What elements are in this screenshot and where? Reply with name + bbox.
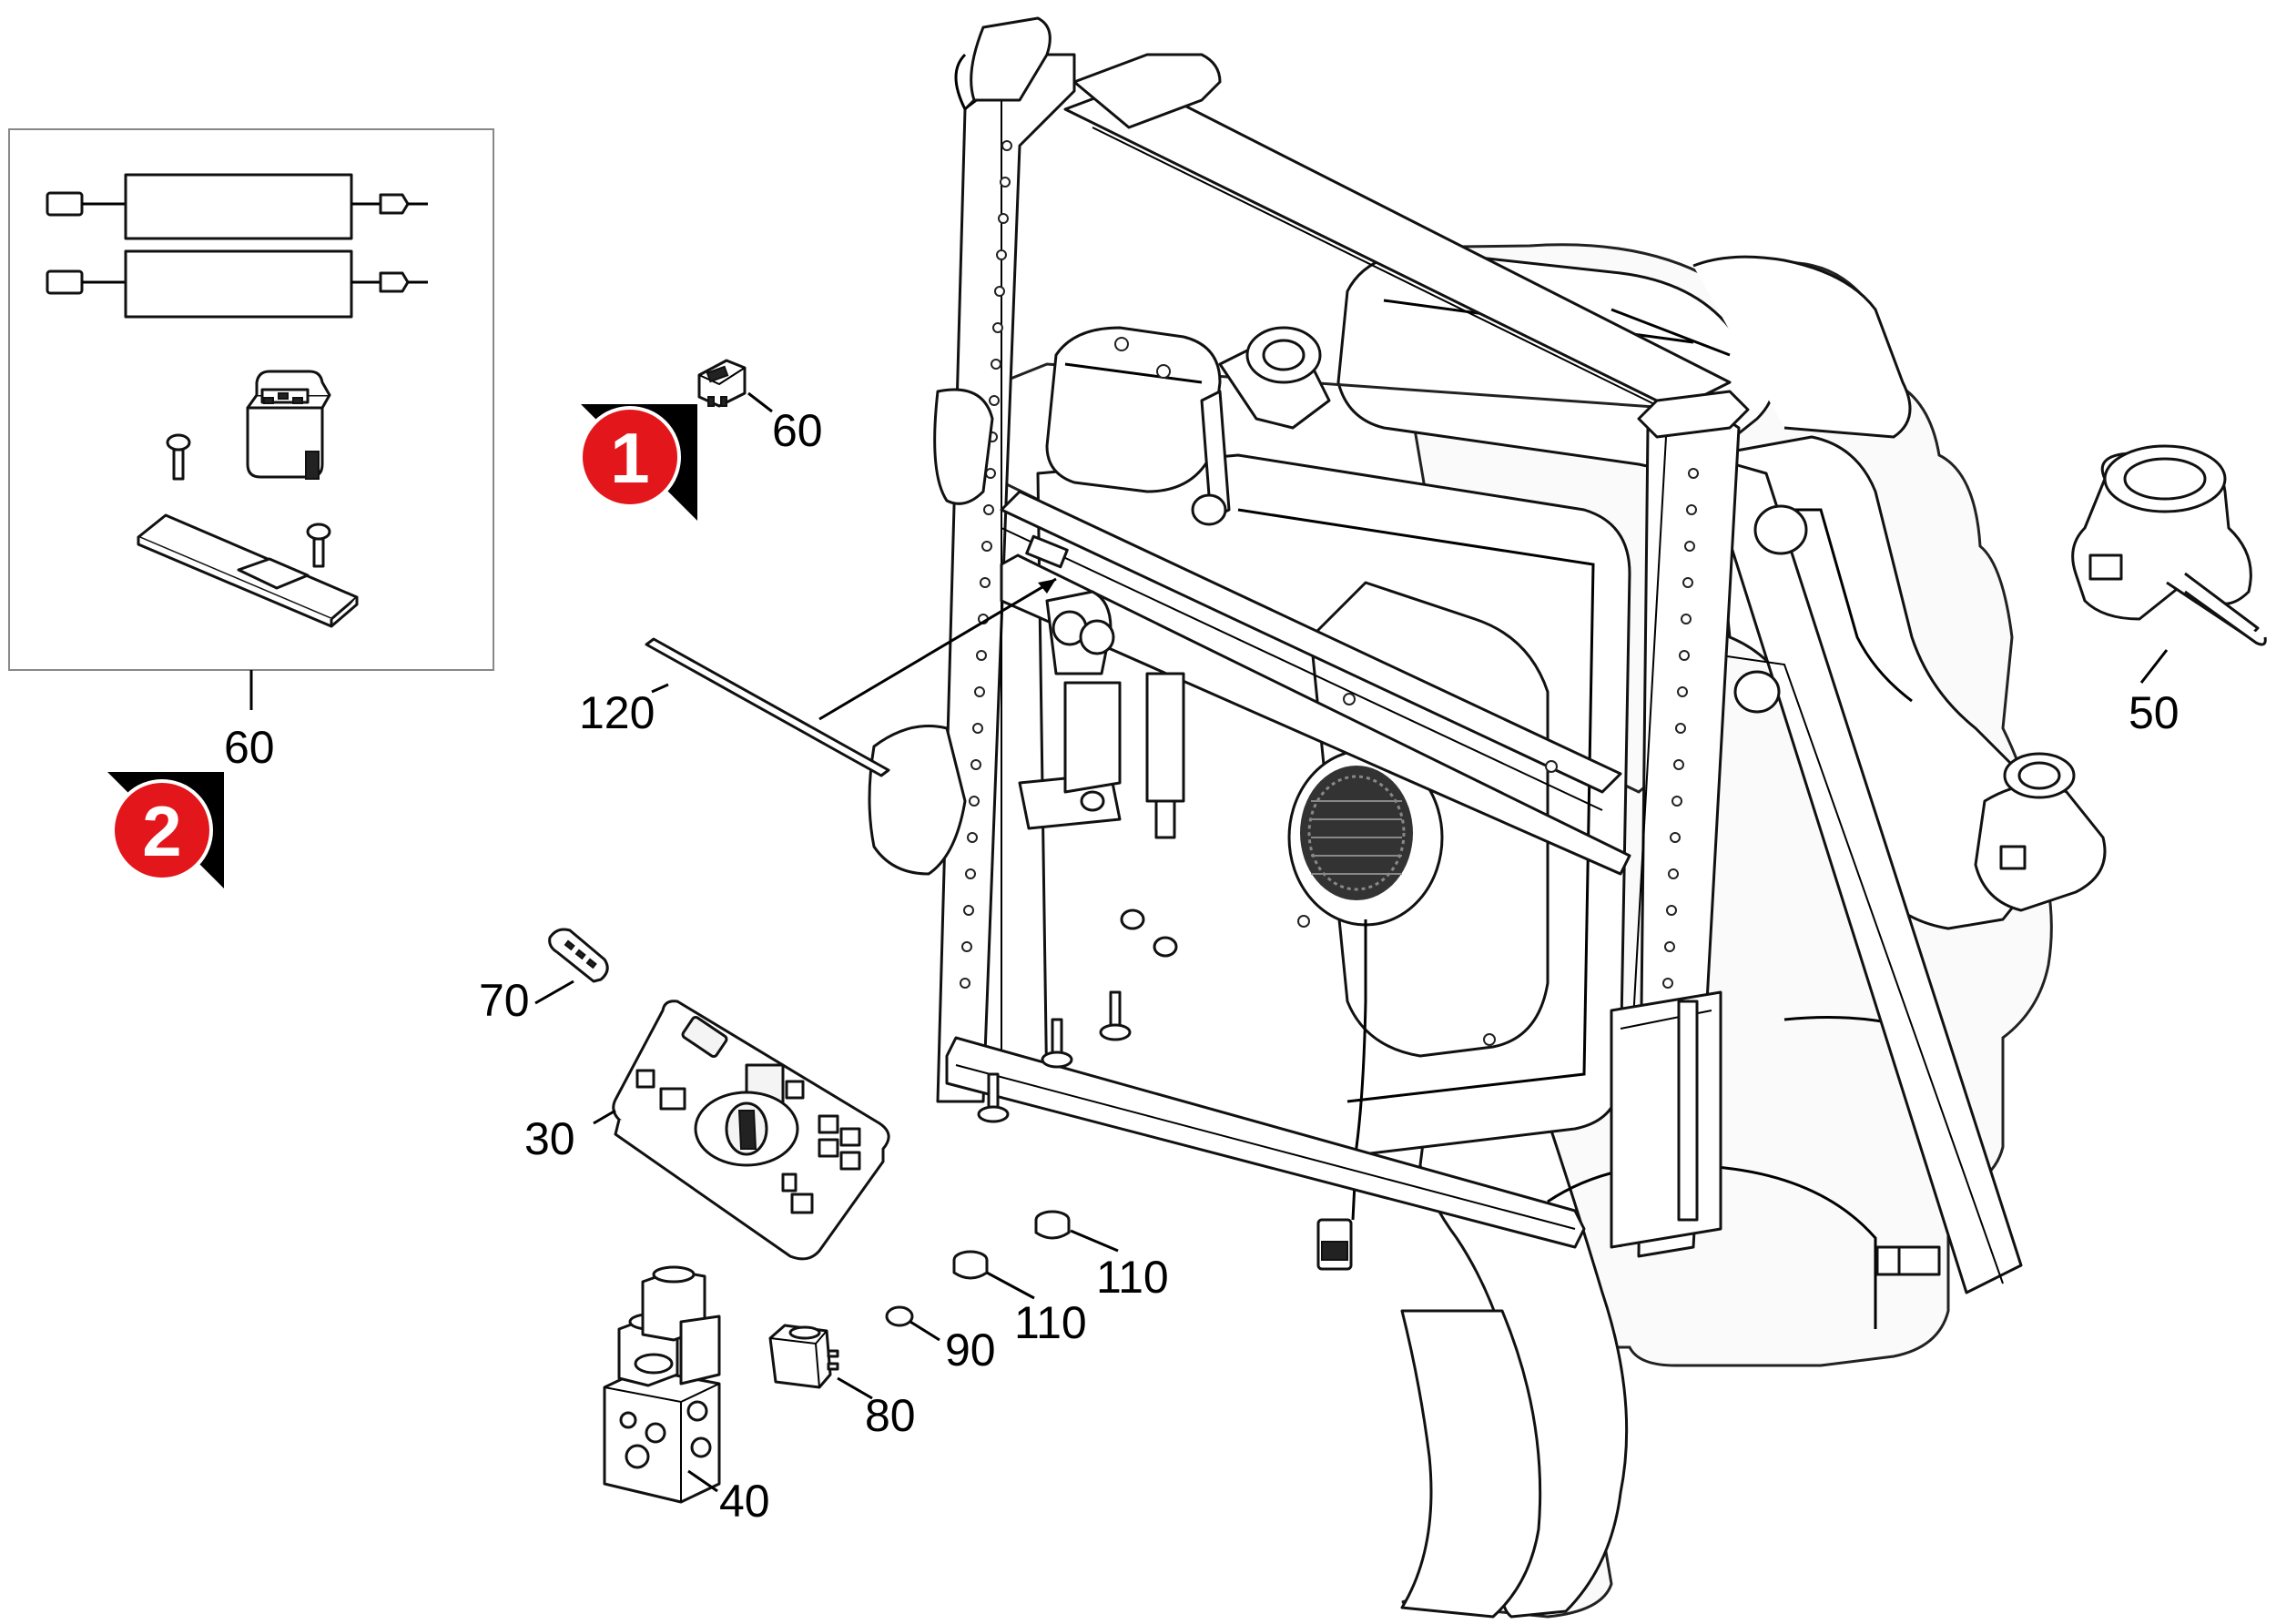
callout-60-switch: 60 <box>772 405 823 456</box>
main-assembly <box>868 16 2107 1619</box>
detail-inset-kit <box>8 128 494 710</box>
callout-30: 30 <box>524 1113 575 1164</box>
callout-110-upper: 110 <box>1096 1252 1169 1303</box>
callout-40: 40 <box>719 1476 770 1527</box>
screw-1 <box>166 433 191 481</box>
callout-70: 70 <box>479 975 530 1026</box>
heating-element-1 <box>46 173 428 240</box>
badge-2-number: 2 <box>142 791 181 871</box>
actuator-50 <box>2071 444 2267 684</box>
cap-110-upper <box>1034 1210 1119 1253</box>
callout-80: 80 <box>865 1390 916 1441</box>
feet <box>977 990 1132 1123</box>
callout-90: 90 <box>945 1325 996 1375</box>
heating-element-2 <box>46 249 428 319</box>
rocker-switch-kit <box>246 370 331 480</box>
callout-110-lower: 110 <box>1014 1297 1087 1348</box>
cap-110-lower <box>952 1250 1035 1300</box>
actuator-lower <box>1974 752 2107 912</box>
sealing-strip <box>645 577 1057 777</box>
callout-120: 120 <box>579 687 655 738</box>
key-fob <box>534 928 609 1005</box>
callout-60-kit: 60 <box>224 722 275 773</box>
control-panel <box>593 1000 890 1261</box>
mounting-plate <box>137 513 359 628</box>
valve-block <box>603 1265 721 1504</box>
badge-1-number: 1 <box>610 418 649 498</box>
badge-1: 1 <box>579 404 697 521</box>
rocker-switch <box>697 359 773 413</box>
badge-2: 2 <box>107 772 224 888</box>
o-ring <box>885 1305 940 1342</box>
solenoid-coil <box>768 1324 873 1400</box>
callout-50: 50 <box>2129 687 2179 738</box>
screw-2 <box>306 523 331 568</box>
